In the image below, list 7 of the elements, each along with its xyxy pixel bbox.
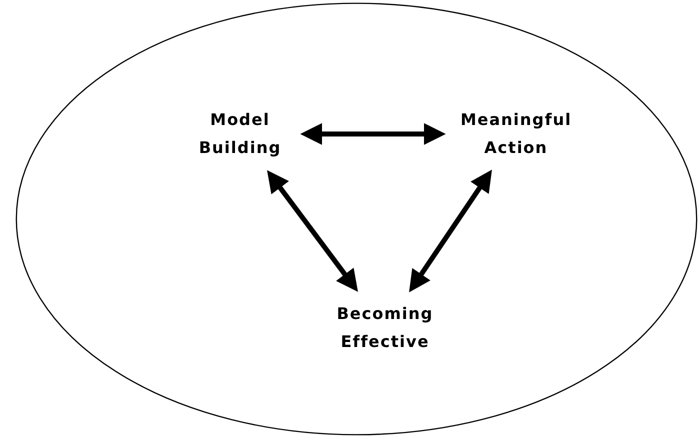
- concept-label: Meaningful Action: [448, 104, 584, 164]
- double-arrow: [300, 123, 446, 145]
- concept-label: Becoming Effective: [306, 298, 464, 358]
- concept-label: Model Building: [182, 104, 298, 164]
- double-arrow: [267, 170, 358, 292]
- ellipse-boundary: [15, 2, 698, 436]
- double-arrow: [409, 170, 492, 292]
